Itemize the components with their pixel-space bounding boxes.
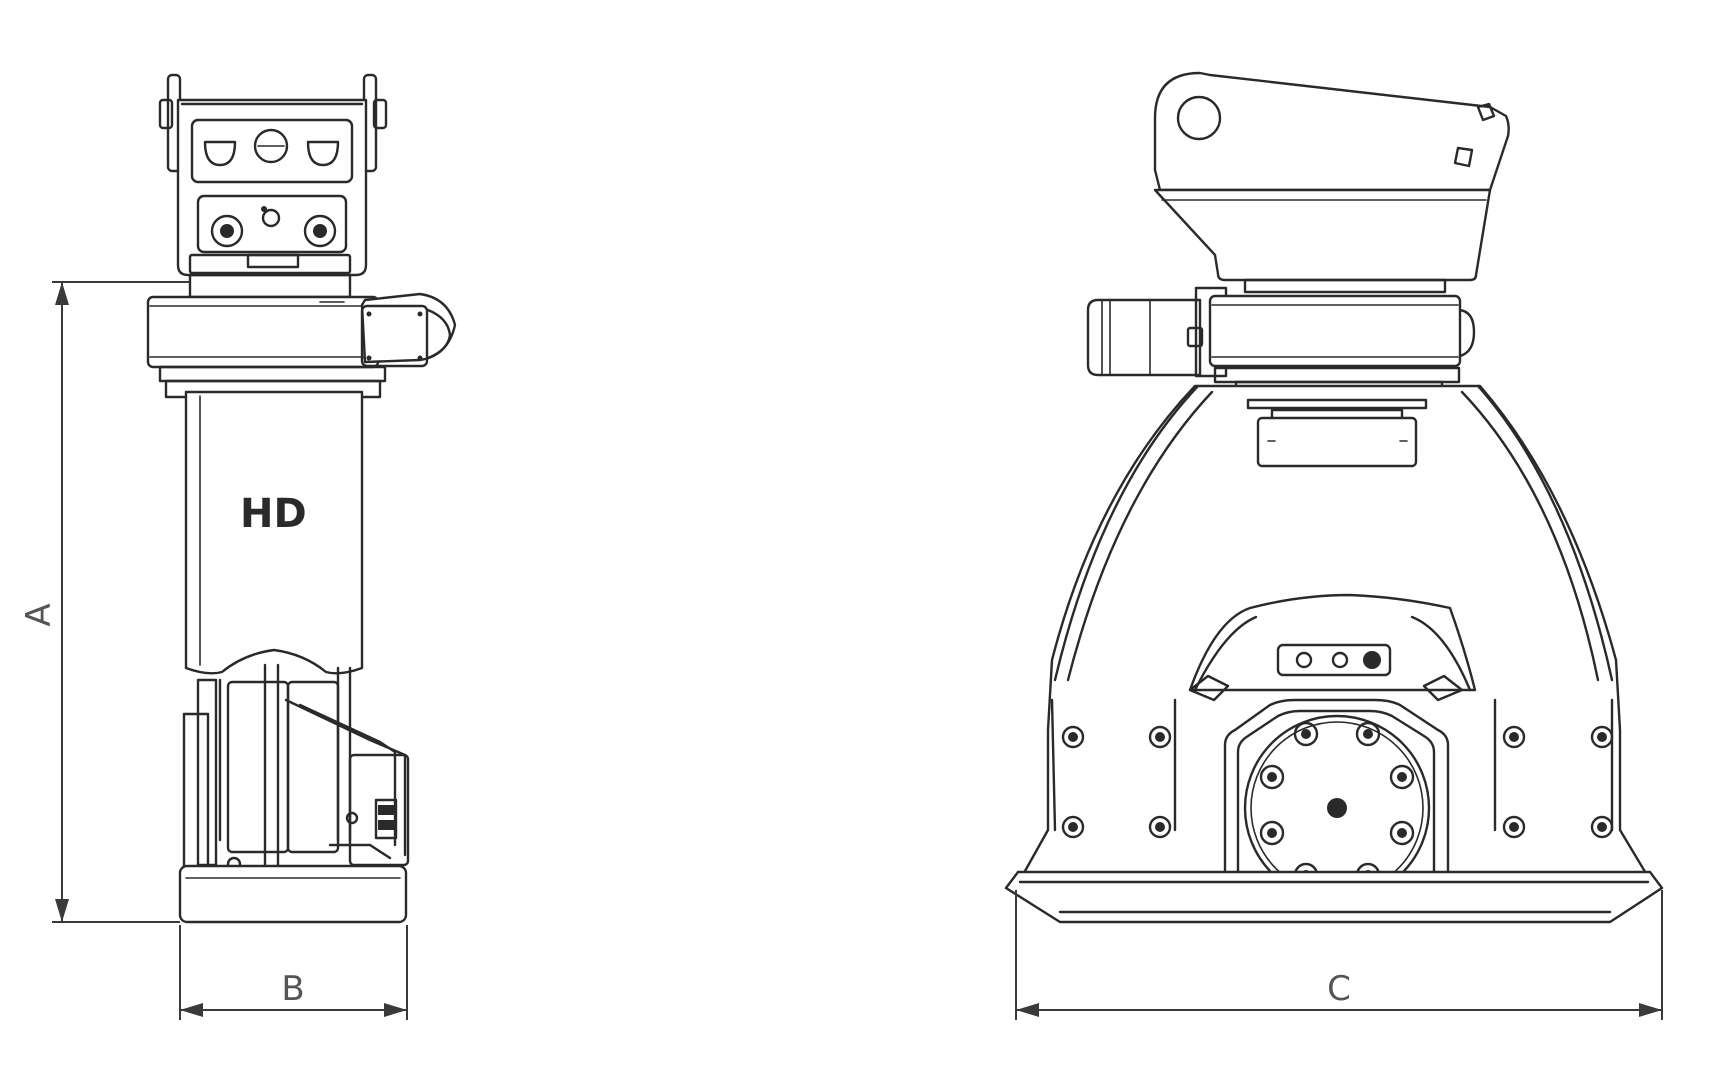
side-base-plate [178,864,408,924]
front-base-plate [1004,870,1664,924]
dimension-c-label: C [1327,969,1351,1009]
side-view: HD [146,73,457,924]
dimension-b: B [179,925,408,1020]
front-top-bracket [1153,71,1510,294]
side-top-bracket [158,73,388,277]
front-frame-plates [1050,698,1614,839]
dimension-a-label: A [19,603,59,626]
dimension-c: C [1015,890,1663,1020]
front-view [1004,71,1664,924]
front-rotator [1086,286,1476,398]
side-lower-frame [182,663,410,876]
dimension-b-label: B [281,969,304,1009]
side-rotator [146,273,457,399]
dimension-a: A [19,281,190,923]
side-body [184,390,364,675]
brand-logo: HD [240,491,307,537]
front-exciter-guard [1188,593,1477,702]
